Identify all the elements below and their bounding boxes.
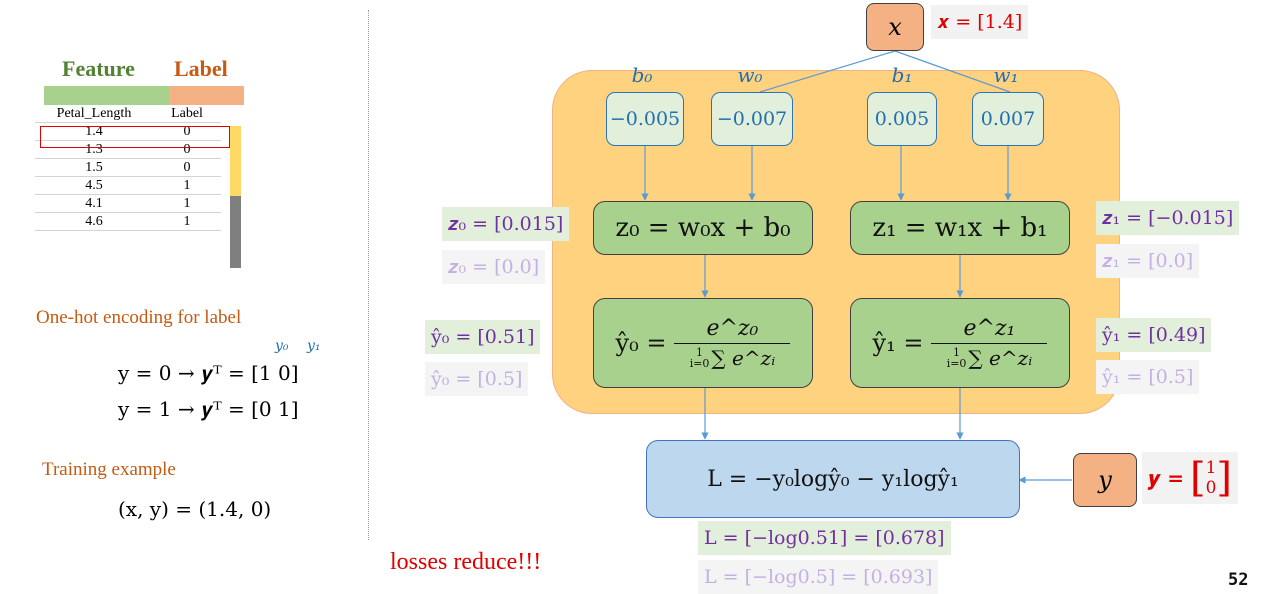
sum-upper-0: 1 — [696, 346, 704, 359]
feature-bar — [44, 86, 169, 105]
z1-new-value: 𝒛₁ = [−0.015] — [1096, 201, 1240, 235]
table-row: 4.6 1 — [35, 212, 221, 231]
w0-param-node: −0.007 — [711, 92, 793, 146]
selected-row-highlight — [40, 126, 230, 148]
class0-bar — [230, 126, 241, 196]
loss-node: L = −y₀logŷ₀ − y₁logŷ₁ — [646, 440, 1020, 518]
loss-new-value: L = [−log0.51] = [0.678] — [698, 521, 951, 555]
training-value: (x, y) = (1.4, 0) — [118, 497, 272, 521]
table-cell: 0 — [153, 158, 221, 177]
bracket-right: ] — [1216, 455, 1233, 501]
x-input-node: x — [866, 3, 924, 51]
table-row: 4.1 1 — [35, 194, 221, 213]
class1-bar — [230, 196, 241, 268]
y1hat-softmax-node: ŷ₁ = e^z₁ 1 i=0 ∑ e^zᵢ — [850, 298, 1070, 388]
onehot-title: One-hot encoding for label — [36, 307, 242, 328]
onehot-line-2: y = 1 → 𝒚ᵀ = [0 1] — [118, 397, 299, 421]
y-label-node: y — [1073, 453, 1137, 507]
y1hat-lhs: ŷ₁ = — [872, 329, 924, 357]
table-cell: 1 — [153, 176, 221, 195]
y-value-lhs: 𝒚 = — [1148, 466, 1184, 490]
z1-linear-node: z₁ = w₁x + b₁ — [850, 201, 1070, 255]
z0-old-value: 𝒛₀ = [0.0] — [442, 250, 546, 284]
onehot-line-1: y = 0 → 𝒚ᵀ = [1 0] — [118, 361, 299, 385]
sum-lower-0: i=0 — [689, 357, 710, 370]
y1hat-new-value: ŷ₁ = [0.49] — [1096, 318, 1212, 352]
training-title: Training example — [42, 459, 176, 480]
softmax-fraction-1: e^z₁ 1 i=0 ∑ e^zᵢ — [931, 316, 1048, 370]
y0hat-lhs: ŷ₀ = — [615, 329, 667, 357]
y0hat-old-value: ŷ₀ = [0.5] — [425, 362, 529, 396]
table-row: 1.5 0 — [35, 158, 221, 177]
x-value: 𝒙 = [1.4] — [931, 5, 1029, 39]
b0-param-node: −0.005 — [606, 92, 684, 146]
z0-new-value: 𝒛₀ = [0.015] — [442, 207, 570, 241]
label-bar — [169, 86, 244, 105]
table-cell: 0 — [153, 122, 221, 141]
label-header: Label — [174, 56, 228, 81]
softmax-numerator-0: e^z₀ — [706, 316, 759, 341]
bracket-left: [ — [1189, 455, 1206, 501]
softmax-denominator-0: ∑ e^zᵢ — [711, 346, 776, 370]
w1-param-node: 0.007 — [972, 92, 1044, 146]
y1hat-old-value: ŷ₁ = [0.5] — [1096, 360, 1200, 394]
y-value-top: 1 — [1205, 458, 1217, 478]
onehot-y1-label: y₁ — [307, 338, 321, 354]
feature-header: Feature — [62, 56, 135, 81]
table-col-header: Petal_Length — [35, 105, 153, 123]
b1-param-node: 0.005 — [867, 92, 937, 146]
loss-old-value: L = [−log0.5] = [0.693] — [698, 560, 939, 594]
softmax-fraction-0: e^z₀ 1 i=0 ∑ e^zᵢ — [674, 316, 791, 370]
b1-label: b₁ — [891, 63, 913, 87]
table-cell: 4.5 — [35, 176, 153, 195]
sum-upper-1: 1 — [953, 346, 961, 359]
table-cell: 1.5 — [35, 158, 153, 177]
y0hat-softmax-node: ŷ₀ = e^z₀ 1 i=0 ∑ e^zᵢ — [593, 298, 813, 388]
edge-x-w1 — [894, 50, 1011, 93]
table-row: 1.4 0 — [35, 122, 221, 141]
table-header-row: Petal_Length Label — [35, 105, 221, 123]
table-cell: 1.3 — [35, 140, 153, 159]
losses-note: losses reduce!!! — [390, 549, 542, 575]
table-cell: 4.1 — [35, 194, 153, 213]
page-number: 52 — [1228, 570, 1249, 590]
onehot-y0-label: y₀ — [275, 338, 289, 354]
table-cell: 0 — [153, 140, 221, 159]
data-table: Petal_Length Label 1.4 0 1.3 0 1.5 0 4.5… — [35, 105, 221, 231]
z0-linear-node: z₀ = w₀x + b₀ — [593, 201, 813, 255]
b0-label: b₀ — [631, 63, 653, 87]
table-cell: 4.6 — [35, 212, 153, 231]
table-cell: 1 — [153, 212, 221, 231]
y0hat-new-value: ŷ₀ = [0.51] — [425, 320, 541, 354]
y-value: 𝒚 = [ 1 0 ] — [1142, 452, 1239, 504]
w0-label: w₀ — [737, 63, 763, 87]
table-cell: 1 — [153, 194, 221, 213]
table-row: 4.5 1 — [35, 176, 221, 195]
panel-divider — [368, 10, 369, 540]
y-value-bottom: 0 — [1205, 478, 1217, 498]
softmax-numerator-1: e^z₁ — [963, 316, 1016, 341]
table-row: 1.3 0 — [35, 140, 221, 159]
table-cell: 1.4 — [35, 122, 153, 141]
table-col-header: Label — [153, 105, 221, 123]
w1-label: w₁ — [993, 63, 1019, 87]
softmax-denominator-1: ∑ e^zᵢ — [968, 346, 1033, 370]
sum-lower-1: i=0 — [946, 357, 967, 370]
z1-old-value: 𝒛₁ = [0.0] — [1096, 244, 1200, 278]
edge-x-w0 — [759, 50, 896, 93]
